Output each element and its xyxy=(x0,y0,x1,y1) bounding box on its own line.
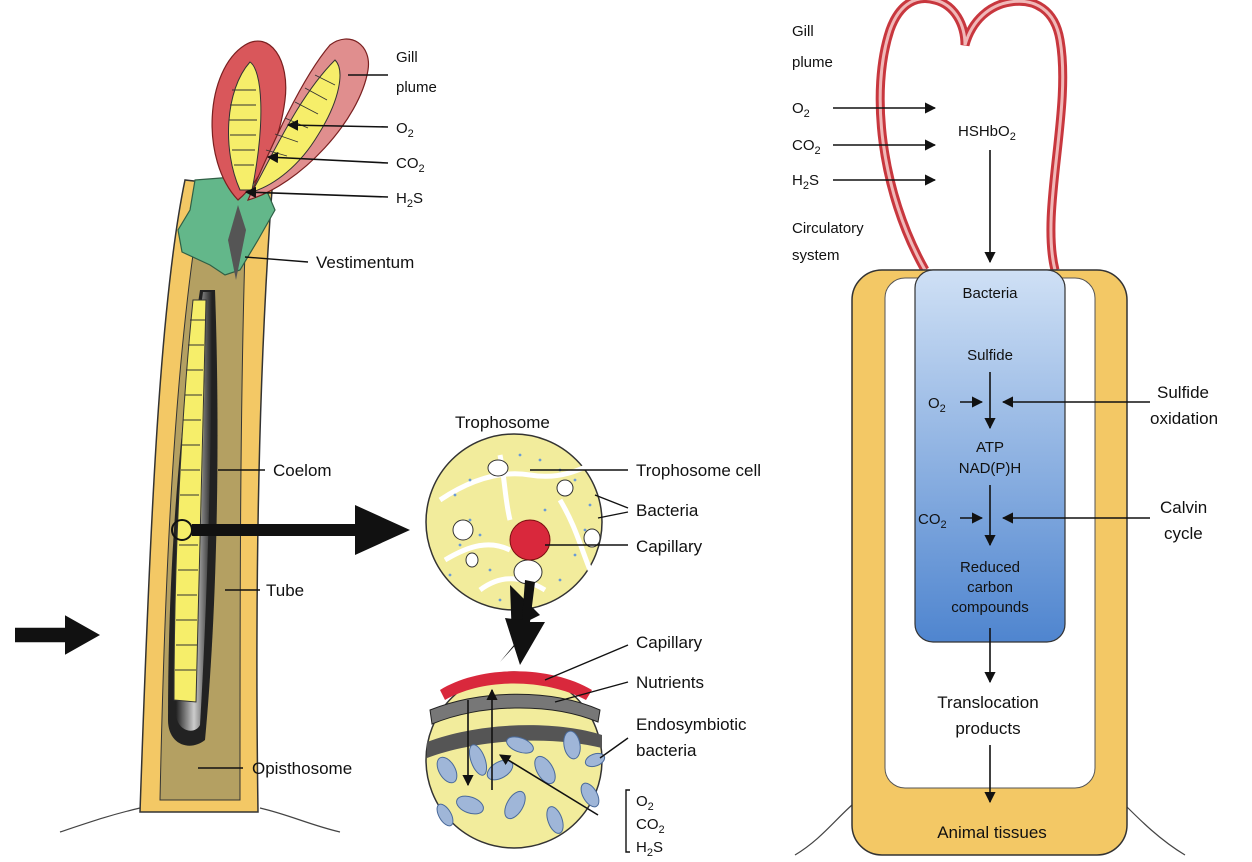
right-co2-label: CO2 xyxy=(792,137,821,157)
coelom-label: Coelom xyxy=(273,461,332,480)
animal-tissues-label: Animal tissues xyxy=(937,823,1047,842)
trophosome-sphere xyxy=(426,434,602,610)
endosymbiotic-label: Endosymbiotic xyxy=(636,715,747,734)
co2-label: CO2 xyxy=(396,155,425,175)
tube-label: Tube xyxy=(266,581,304,600)
sulfide-oxidation-label-2: oxidation xyxy=(1150,409,1218,428)
nadph-label: NAD(P)H xyxy=(959,460,1022,477)
pointer-arrow xyxy=(15,615,100,655)
bacteria-title: Bacteria xyxy=(962,285,1018,302)
translocation-label: Translocation xyxy=(937,693,1038,712)
right-gill-label: Gill xyxy=(792,23,814,40)
gas-co2-label: CO2 xyxy=(636,816,665,836)
nutrients-label: Nutrients xyxy=(636,673,704,692)
hshbo2-label: HSHbO2 xyxy=(958,123,1016,143)
endosymbiotic-label-2: bacteria xyxy=(636,741,697,760)
h2s-label: H2S xyxy=(396,190,423,210)
reduced-label-2: carbon xyxy=(967,579,1013,596)
translocation-label-2: products xyxy=(955,719,1020,738)
reduced-label-3: compounds xyxy=(951,599,1029,616)
gas-o2-label: O2 xyxy=(636,793,654,813)
calvin-label-2: cycle xyxy=(1164,524,1203,543)
gill-plume-label: Gill xyxy=(396,49,418,66)
circulatory-label-2: system xyxy=(792,247,840,264)
trophosome-illustration: Trophosome xyxy=(426,413,761,859)
gill-plume-label-2: plume xyxy=(396,79,437,96)
capillary-label-2: Capillary xyxy=(636,633,703,652)
right-o2-label: O2 xyxy=(792,100,810,120)
o2-label: O2 xyxy=(396,120,414,140)
capillary-label: Capillary xyxy=(636,537,703,556)
atp-label: ATP xyxy=(976,439,1004,456)
tubeworm-illustration: Gill plume O2 CO2 H2S Vestimentum Coelom… xyxy=(15,39,437,832)
reduced-label: Reduced xyxy=(960,559,1020,576)
bacteria-label: Bacteria xyxy=(636,501,699,520)
sulfide-label: Sulfide xyxy=(967,347,1013,364)
trophosome-title: Trophosome xyxy=(455,413,550,432)
calvin-label: Calvin xyxy=(1160,498,1207,517)
sulfide-oxidation-label: Sulfide xyxy=(1157,383,1209,402)
opisthosome-label: Opisthosome xyxy=(252,759,352,778)
schematic-illustration: Gill plume O2 CO2 H2S HSHbO2 Circulatory… xyxy=(792,0,1218,855)
gas-h2s-label: H2S xyxy=(636,839,663,859)
capillary-red xyxy=(510,520,550,560)
circulatory-label: Circulatory xyxy=(792,220,864,237)
trophosome-cell-label: Trophosome cell xyxy=(636,461,761,480)
right-h2s-label: H2S xyxy=(792,172,819,192)
right-gill-label-2: plume xyxy=(792,54,833,71)
vestimentum-label: Vestimentum xyxy=(316,253,414,272)
